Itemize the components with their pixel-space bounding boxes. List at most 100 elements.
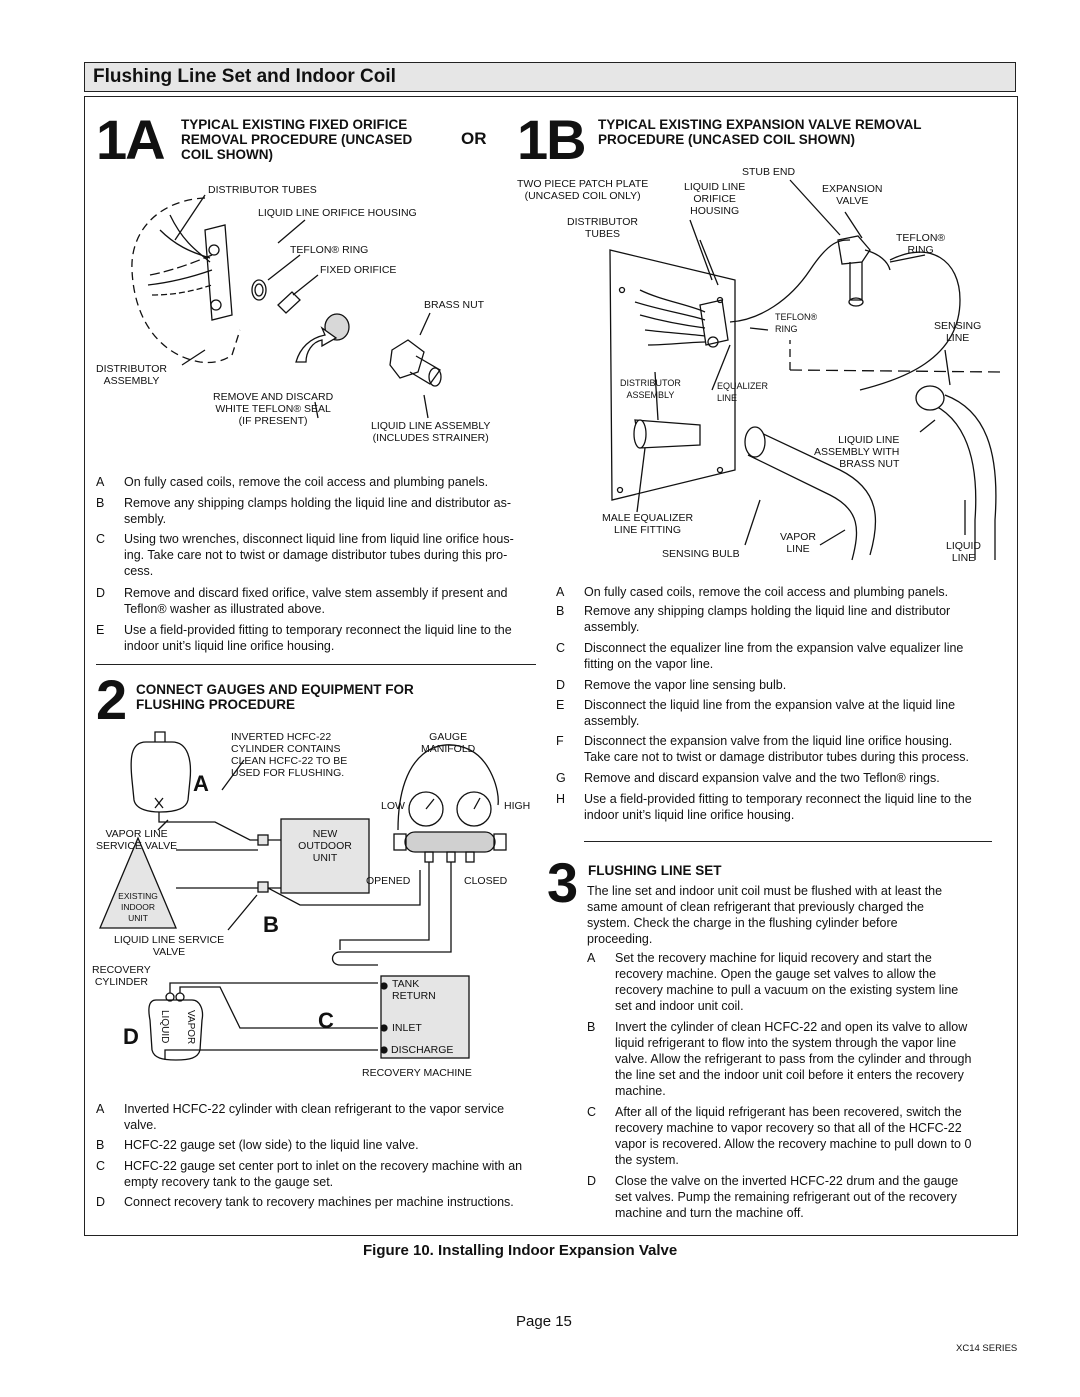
step-line: liquid refrigerant to flow into the syst… xyxy=(615,1036,957,1050)
intro-line: The line set and indoor unit coil must b… xyxy=(587,884,943,898)
step-text: HCFC-22 gauge set (low side) to the liqu… xyxy=(124,1137,419,1153)
step-text: Disconnect the expansion valve from the … xyxy=(584,733,969,765)
label-male-equalizer: MALE EQUALIZER LINE FITTING xyxy=(602,512,693,536)
step-line: Invert the cylinder of clean HCFC-22 and… xyxy=(615,1020,968,1034)
step-line: Close the valve on the inverted HCFC-22 … xyxy=(615,1174,959,1188)
label-line: ASSEMBLY xyxy=(103,375,160,387)
heading-line: TYPICAL EXISTING FIXED ORIFICE xyxy=(181,117,408,132)
step-text: After all of the liquid refrigerant has … xyxy=(615,1104,971,1168)
label-liquid-line-1b: LIQUID LINE xyxy=(946,540,981,564)
label-vapor-vertical: VAPOR xyxy=(185,1010,196,1045)
label-line: LIQUID xyxy=(946,540,982,552)
step-text: Disconnect the liquid line from the expa… xyxy=(584,697,955,729)
step-text: On fully cased coils, remove the coil ac… xyxy=(124,474,488,490)
step-line: recovery machine. Open the gauge set val… xyxy=(615,967,937,981)
step-line: set and indoor unit coil. xyxy=(615,999,744,1013)
step-line: Disconnect the liquid line from the expa… xyxy=(584,698,956,712)
step-line: Remove any shipping clamps holding the l… xyxy=(584,604,951,618)
label-line: TEFLON® xyxy=(896,232,946,244)
label-line: VAPOR xyxy=(780,531,816,543)
step-line: Teflon® washer as illustrated above. xyxy=(124,602,325,616)
step-line: After all of the liquid refrigerant has … xyxy=(615,1105,962,1119)
section-1a-number: 1A xyxy=(96,108,166,171)
step-key: C xyxy=(96,532,106,546)
step-line: machine. xyxy=(615,1084,666,1098)
label-line: TWO PIECE PATCH PLATE xyxy=(517,178,649,190)
label-teflon-ring-2: TEFLON® RING xyxy=(775,311,817,335)
label-vapor-service-valve: VAPOR LINE SERVICE VALVE xyxy=(96,828,177,852)
label-opened: OPENED xyxy=(366,875,411,887)
step-key: A xyxy=(587,951,596,965)
step-key: B xyxy=(556,604,565,618)
step-key: D xyxy=(587,1174,597,1188)
label-recovery-machine: RECOVERY MACHINE xyxy=(362,1067,472,1079)
step-key: B xyxy=(96,1138,105,1152)
label-line: RING xyxy=(907,244,934,256)
heading-line: REMOVAL PROCEDURE (UNCASED xyxy=(181,132,413,147)
letter-a: A xyxy=(193,771,209,796)
step-line: Connect recovery tank to recovery machin… xyxy=(124,1195,514,1209)
label-line: LINE FITTING xyxy=(613,524,682,536)
step-line: ing. Take care not to twist or damage di… xyxy=(124,548,508,562)
label-line: (IF PRESENT) xyxy=(238,415,308,427)
label-low: LOW xyxy=(381,800,405,812)
label-line: RETURN xyxy=(392,990,436,1002)
label-line: TANK xyxy=(392,978,420,990)
letter-d: D xyxy=(123,1024,139,1049)
label-line: DISTRIBUTOR xyxy=(96,363,167,375)
label-line: OUTDOOR xyxy=(298,840,352,852)
label-line: LIQUID LINE xyxy=(684,181,746,193)
label-line: CLEAN HCFC-22 TO BE xyxy=(231,755,348,767)
label-liquid-vertical: LIQUID xyxy=(159,1010,170,1044)
label-liquid-service-valve: LIQUID LINE SERVICE VALVE xyxy=(114,934,224,958)
heading-line: FLUSHING PROCEDURE xyxy=(136,697,296,712)
label-line: ASSEMBLY WITH xyxy=(814,446,900,458)
label-fixed-orifice: FIXED ORIFICE xyxy=(320,264,397,276)
label-inverted-cylinder: INVERTED HCFC-22 CYLINDER CONTAINS CLEAN… xyxy=(231,731,347,779)
label-line: ORIFICE xyxy=(693,193,736,205)
step-line: indoor unit’s liquid line orifice housin… xyxy=(124,639,335,653)
step-line: the system. xyxy=(615,1153,679,1167)
label-line: UNIT xyxy=(312,852,338,864)
label-inlet: INLET xyxy=(392,1022,422,1034)
label-liquid-line-assembly-1b: LIQUID LINE ASSEMBLY WITH BRASS NUT xyxy=(814,434,899,470)
label-distributor-tubes-1b: DISTRIBUTOR TUBES xyxy=(567,216,638,240)
label-line: BRASS NUT xyxy=(839,458,900,470)
divider xyxy=(96,664,536,665)
step-line: sembly. xyxy=(124,512,167,526)
label-line: VAPOR LINE xyxy=(105,828,168,840)
label-line: MALE EQUALIZER xyxy=(602,512,694,524)
step-text: Set the recovery machine for liquid reco… xyxy=(615,950,958,1014)
label-orifice-housing-1b: LIQUID LINE ORIFICE HOUSING xyxy=(684,181,745,217)
label-line: HOUSING xyxy=(690,205,740,217)
step-line: valve. Allow the refrigerant to pass fro… xyxy=(615,1052,972,1066)
label-brass-nut: BRASS NUT xyxy=(424,299,485,311)
step-line: Remove and discard fixed orifice, valve … xyxy=(124,586,508,600)
step-line: empty recovery tank to the gauge set. xyxy=(124,1175,334,1189)
label-line: LIQUID LINE ASSEMBLY xyxy=(371,420,491,432)
label-remove-discard: REMOVE AND DISCARD WHITE TEFLON® SEAL (I… xyxy=(213,391,333,427)
label-distributor-assembly-1b: DISTRIBUTOR ASSEMBLY xyxy=(620,377,681,401)
step-key: F xyxy=(556,734,564,748)
label-line: REMOVE AND DISCARD xyxy=(213,391,334,403)
divider xyxy=(584,841,992,842)
step-key: B xyxy=(96,496,105,510)
step-text: Inverted HCFC-22 cylinder with clean ref… xyxy=(124,1101,504,1133)
label-line: (UNCASED COIL ONLY) xyxy=(524,190,641,202)
step-line: HCFC-22 gauge set (low side) to the liqu… xyxy=(124,1138,419,1152)
step-key: D xyxy=(96,586,106,600)
label-line: EQUALIZER xyxy=(717,381,769,391)
label-line: NEW xyxy=(312,828,338,840)
label-stub-end: STUB END xyxy=(742,166,796,178)
label-line: USED FOR FLUSHING. xyxy=(231,767,345,779)
label-line: VALVE xyxy=(836,195,869,207)
step-line: Remove any shipping clamps holding the l… xyxy=(124,496,512,510)
label-line: LIQUID LINE xyxy=(838,434,900,446)
figure-caption: Figure 10. Installing Indoor Expansion V… xyxy=(363,1242,678,1259)
step-key: C xyxy=(556,641,566,655)
label-line: INDOOR xyxy=(121,902,155,912)
step-line: assembly. xyxy=(584,714,640,728)
step-key: A xyxy=(556,585,565,599)
